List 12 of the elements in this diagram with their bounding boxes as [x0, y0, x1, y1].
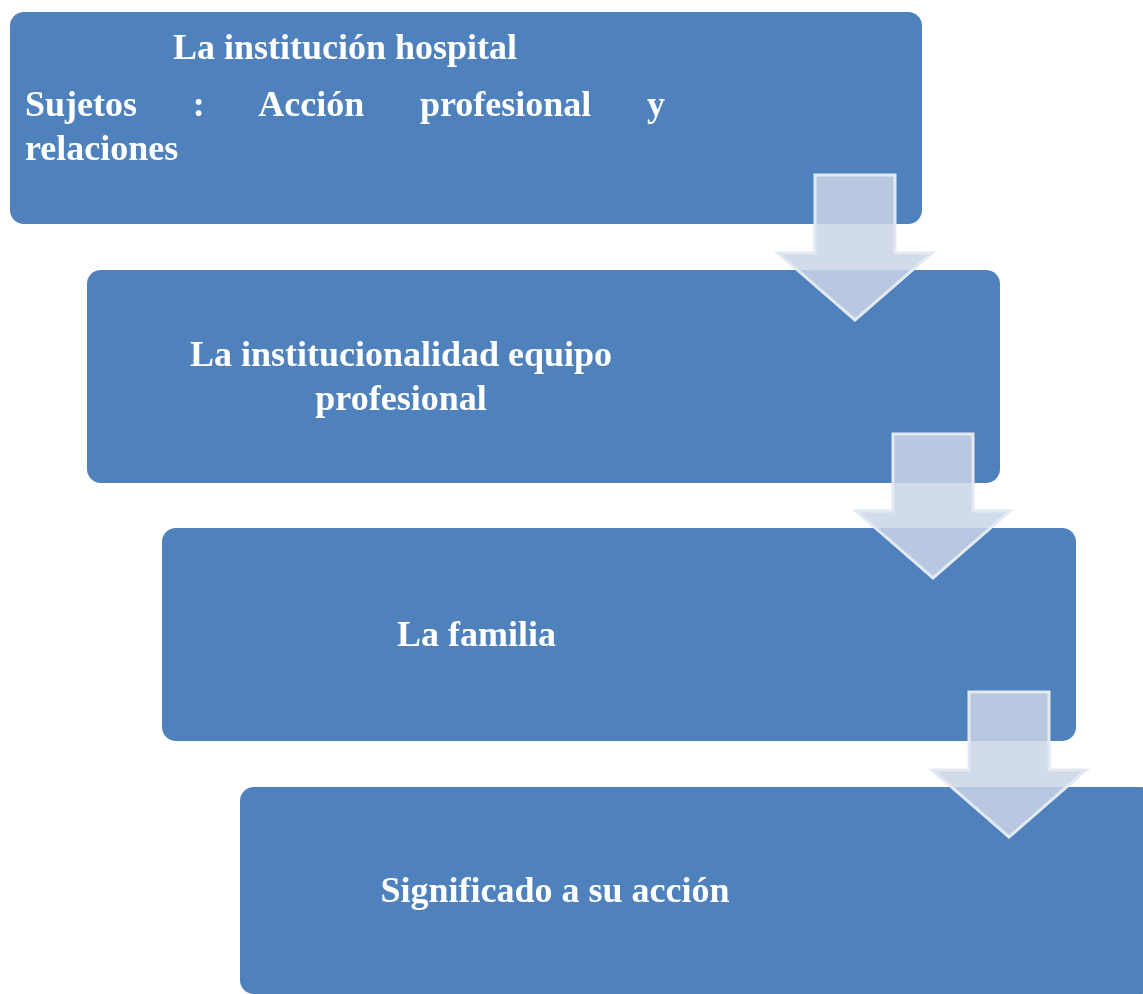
block-arrow [928, 690, 1090, 839]
process-box [240, 787, 1143, 994]
box-title: La institución hospital [171, 26, 519, 70]
box-text: Sujetos : Acción profesional y relaciones [25, 83, 665, 170]
box-title: La institucionalidad equipo profesional [188, 333, 614, 420]
box-title: La familia [396, 612, 557, 656]
block-arrow [852, 432, 1014, 580]
process-box [10, 12, 922, 224]
box-title: Significado a su acción [379, 868, 731, 912]
process-box [162, 528, 1076, 741]
process-box [87, 270, 1000, 483]
block-arrow [774, 173, 936, 322]
